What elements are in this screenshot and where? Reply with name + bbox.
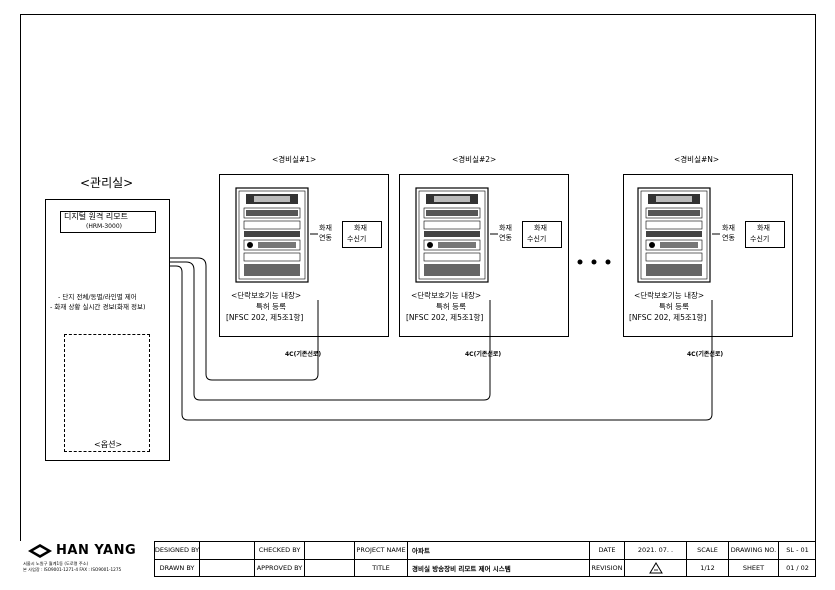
guard-1-receiver: 화재 bbox=[354, 224, 367, 232]
checked-by-label: CHECKED BY bbox=[255, 541, 305, 559]
option-rack-label: <옵션> bbox=[92, 440, 125, 449]
guard-n-cable: 4C(기존선로) bbox=[687, 351, 724, 358]
guard-1-note: <단락보호기능 내장> bbox=[231, 291, 302, 300]
office-title: <관리실> bbox=[80, 176, 134, 190]
cable-guard-2 bbox=[128, 261, 491, 401]
designed-by-label: DESIGNED BY bbox=[155, 541, 200, 559]
checked-by-value bbox=[305, 541, 355, 559]
project-name-label: PROJECT NAME bbox=[355, 541, 408, 559]
revision-triangle-icon bbox=[648, 562, 663, 574]
ellipsis-dot bbox=[591, 259, 597, 265]
sheet-label: SHEET bbox=[729, 559, 779, 577]
guard-n-fire-link: 연동 bbox=[722, 234, 735, 242]
approved-by-value bbox=[305, 559, 355, 577]
guard-2-box bbox=[399, 174, 569, 337]
project-name: 아파트 bbox=[408, 541, 590, 559]
guard-1-receiver-box bbox=[342, 221, 382, 248]
guard-n-fire-link: 화재 bbox=[722, 224, 735, 232]
date-label: DATE bbox=[590, 541, 625, 559]
sheet-value: 01 / 02 bbox=[786, 564, 809, 572]
guard-n-receiver-box bbox=[745, 221, 785, 248]
guard-2-fire-link: 연동 bbox=[499, 234, 512, 242]
guard-2-receiver: 화재 bbox=[534, 224, 547, 232]
guard-1-note: [NFSC 202, 제5조1항] bbox=[226, 313, 304, 322]
drawn-by-value bbox=[200, 559, 255, 577]
drawing-no-value: SL - 01 bbox=[786, 546, 809, 554]
ellipsis-dot bbox=[577, 259, 583, 265]
guard-n-title: <경비실#N> bbox=[674, 155, 720, 164]
drawing-frame bbox=[20, 14, 816, 577]
title-block bbox=[20, 541, 816, 577]
guard-1-title: <경비실#1> bbox=[272, 155, 317, 164]
guard-n-note: [NFSC 202, 제5조1항] bbox=[629, 313, 707, 322]
date-value: 2021. 07. . bbox=[625, 541, 687, 559]
remote-model: (HRM-3000) bbox=[86, 223, 122, 230]
remote-label: 디지털 원격 리모트 bbox=[64, 212, 128, 221]
guard-2-receiver-box bbox=[522, 221, 562, 248]
guard-1-box bbox=[219, 174, 389, 337]
guard-1-note: 특허 등록 bbox=[256, 302, 286, 311]
guard-2-receiver: 수신기 bbox=[527, 235, 547, 243]
guard-2-note: <단락보호기능 내장> bbox=[411, 291, 482, 300]
ellipsis-dot bbox=[605, 259, 611, 265]
title-block-divider bbox=[20, 559, 816, 560]
cable-guard-1 bbox=[128, 257, 319, 381]
company-logo-icon bbox=[28, 544, 52, 558]
guard-2-fire-link: 화재 bbox=[499, 224, 512, 232]
option-rack-dashed-box bbox=[64, 334, 150, 452]
title-label: TITLE bbox=[355, 559, 408, 577]
scale-value: 1/12 bbox=[687, 559, 729, 577]
guard-1-fire-link: 화재 bbox=[319, 224, 332, 232]
company-address: 본 사업장 : ISO9001-1271-4 FAX : ISO9001-127… bbox=[23, 567, 122, 572]
cable-guard-n bbox=[128, 265, 713, 421]
approved-by-label: APPROVED BY bbox=[255, 559, 305, 577]
company-address: 서울시 노원구 월계1동 (도로명 주소) bbox=[23, 561, 89, 566]
office-feature-1: - 단지 전체/동별/라인별 제어 bbox=[58, 293, 137, 301]
revision-value bbox=[625, 559, 687, 577]
guard-2-note: 특허 등록 bbox=[436, 302, 466, 311]
company-name: HAN YANG bbox=[56, 543, 137, 558]
guard-n-receiver: 화재 bbox=[757, 224, 770, 232]
company-cell: HAN YANG 서울시 노원구 월계1동 (도로명 주소) 본 사업장 : I… bbox=[20, 541, 155, 577]
guard-1-receiver: 수신기 bbox=[347, 235, 367, 243]
guard-2-note: [NFSC 202, 제5조1항] bbox=[406, 313, 484, 322]
remote-label-box bbox=[60, 211, 156, 233]
guard-n-receiver: 수신기 bbox=[750, 235, 770, 243]
guard-2-title: <경비실#2> bbox=[452, 155, 497, 164]
guard-1-cable: 4C(기존선로) bbox=[285, 351, 322, 358]
guard-n-note: 특허 등록 bbox=[659, 302, 689, 311]
revision-label: REVISION bbox=[590, 559, 625, 577]
guard-2-cable: 4C(기존선로) bbox=[465, 351, 502, 358]
office-feature-2: - 화재 상황 실시간 경보(화재 정보) bbox=[50, 303, 146, 311]
drawing-no-label: DRAWING NO. bbox=[729, 541, 779, 559]
guard-1-fire-link: 연동 bbox=[319, 234, 332, 242]
designed-by-value bbox=[200, 541, 255, 559]
guard-n-note: <단락보호기능 내장> bbox=[634, 291, 705, 300]
drawing-title: 경비실 방송장비 리모트 제어 시스템 bbox=[408, 559, 590, 577]
scale-label: SCALE bbox=[687, 541, 729, 559]
guard-n-box bbox=[623, 174, 793, 337]
drawn-by-label: DRAWN BY bbox=[155, 559, 200, 577]
